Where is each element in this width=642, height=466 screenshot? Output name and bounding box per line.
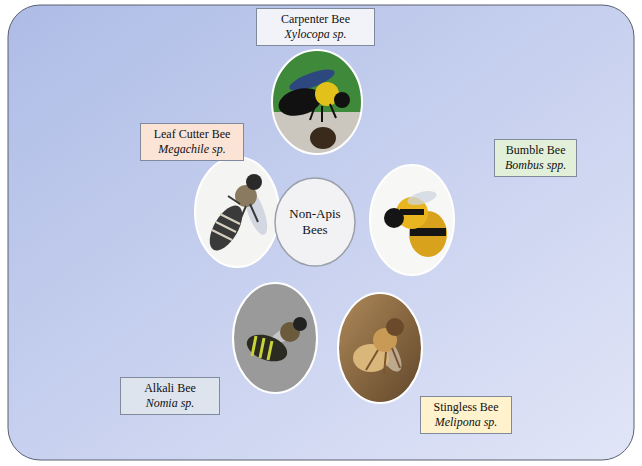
bee-wing bbox=[406, 188, 438, 207]
photo-frame bbox=[272, 50, 362, 154]
latin-name: Megachile sp. bbox=[151, 142, 233, 157]
photo-ground bbox=[368, 163, 458, 278]
bee-abdomen bbox=[203, 200, 249, 255]
photo-frame bbox=[370, 165, 454, 275]
circle-shape bbox=[275, 178, 355, 266]
photo-ground bbox=[270, 112, 365, 157]
common-name: Bumble Bee bbox=[505, 143, 566, 158]
bee-legs bbox=[310, 104, 336, 122]
latin-name: Xylocopa sp. bbox=[267, 27, 364, 42]
bee-head bbox=[384, 208, 404, 228]
label-box: Stingless BeeMelipona sp. bbox=[420, 396, 512, 434]
photo-frame bbox=[338, 293, 422, 403]
bee-stripes bbox=[252, 336, 272, 360]
label-box: Bumble BeeBombus spp. bbox=[494, 139, 577, 177]
center-circle: Non-Apis Bees bbox=[273, 176, 357, 268]
label-box: Leaf Cutter BeeMegachile sp. bbox=[140, 123, 244, 161]
common-name: Alkali Bee bbox=[131, 381, 209, 396]
nest-hole bbox=[310, 127, 336, 149]
bee-legs bbox=[228, 196, 258, 222]
photo-ground bbox=[231, 281, 321, 396]
bee-band bbox=[400, 209, 424, 215]
circle-text-holder: Non-Apis Bees bbox=[284, 206, 346, 237]
common-name: Non-Apis Bees bbox=[284, 206, 346, 237]
photo-ground bbox=[336, 291, 426, 406]
bee-stripes bbox=[212, 214, 240, 240]
leaf-cutter-bee-photo bbox=[193, 155, 283, 270]
alkali-bee-photo bbox=[231, 281, 321, 396]
stingless-bee-photo bbox=[336, 291, 426, 406]
bumble-bee-photo bbox=[368, 163, 458, 278]
label-box: Carpenter BeeXylocopa sp. bbox=[256, 8, 375, 46]
photo-ground bbox=[193, 155, 283, 270]
photo-frame bbox=[195, 157, 279, 267]
bee-legs bbox=[366, 348, 400, 374]
bee-head bbox=[246, 174, 262, 190]
latin-name: Bombus spp. bbox=[505, 158, 566, 173]
bee-head bbox=[293, 317, 307, 331]
bee-band bbox=[410, 228, 446, 236]
latin-name: Nomia sp. bbox=[131, 396, 209, 411]
background-panel bbox=[8, 5, 634, 460]
common-name: Carpenter Bee bbox=[267, 12, 364, 27]
photo-frame bbox=[233, 283, 317, 393]
label-box: Alkali BeeNomia sp. bbox=[120, 377, 220, 415]
bee-head bbox=[386, 318, 404, 336]
latin-name: Melipona sp. bbox=[431, 415, 501, 430]
bee-head bbox=[334, 92, 350, 108]
common-name: Stingless Bee bbox=[431, 400, 501, 415]
common-name: Leaf Cutter Bee bbox=[151, 127, 233, 142]
carpenter-bee-photo bbox=[270, 48, 365, 157]
